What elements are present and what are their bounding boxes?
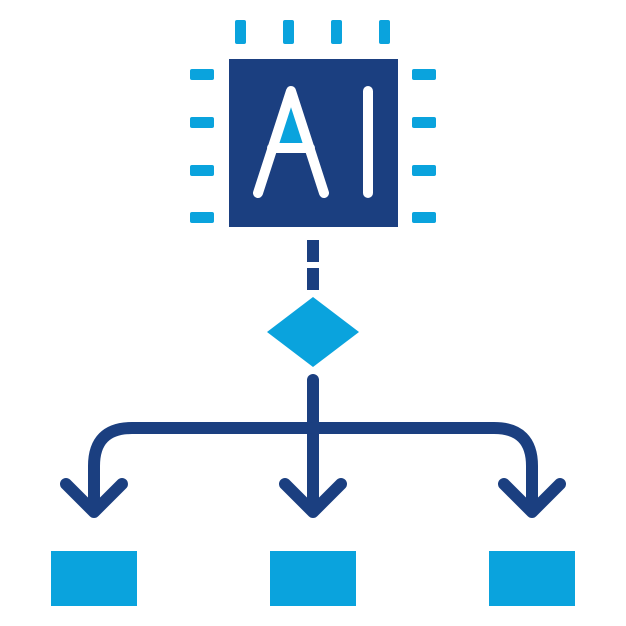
chip-pins-left [190,69,214,223]
output-boxes [51,551,575,606]
chip-pin [190,117,214,128]
left-arrow-head-icon [60,478,128,518]
chip-ai-glyph [253,86,373,198]
chip-pin [412,69,436,80]
connector-dash [307,240,319,262]
chip-a-fill [277,98,306,148]
output-box-center [270,551,356,606]
output-box-left [51,551,137,606]
chip-pin [412,165,436,176]
chip-pin [190,212,214,223]
center-arrow-head-icon [279,478,347,518]
chip-letter-a [253,86,329,198]
right-branch-line [307,422,538,514]
left-branch-line [88,422,319,514]
chip-pin [331,20,342,44]
chip-pin [412,212,436,223]
right-arrow-head-icon [498,478,566,518]
chip-pin [379,20,390,44]
branch-lines [88,374,538,514]
arrow-heads [60,478,566,518]
chip-connector [307,240,319,290]
chip-pin [190,165,214,176]
output-box-right [489,551,575,606]
decision-diamond [267,297,359,367]
chip-pin [412,117,436,128]
chip-pin [283,20,294,44]
connector-dash [307,268,319,290]
chip-pin [190,69,214,80]
chip-pin [235,20,246,44]
chip-pins-right [412,69,436,223]
chip-pins-top [235,20,390,44]
